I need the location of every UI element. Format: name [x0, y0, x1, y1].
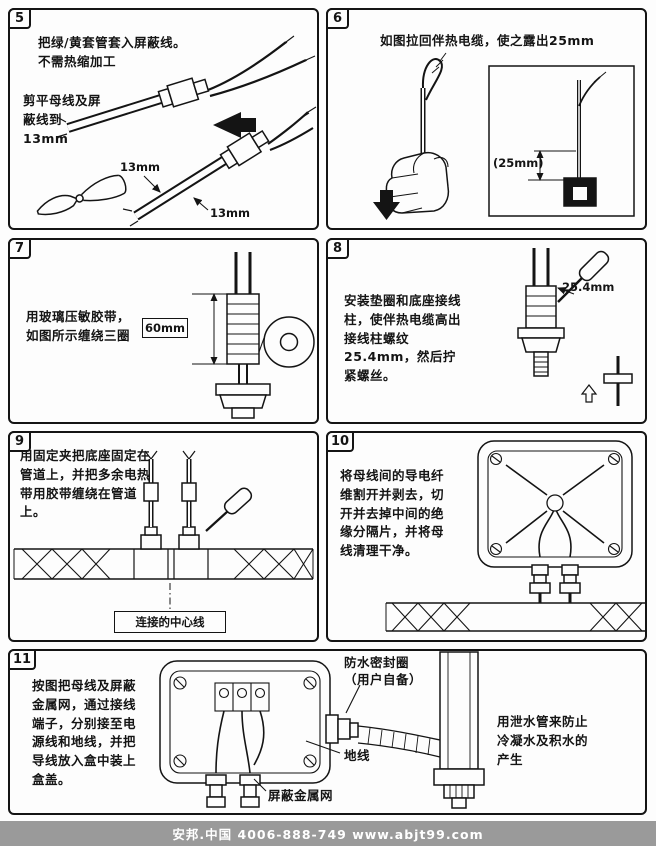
screwdriver-icon — [557, 250, 610, 303]
dim-leader — [143, 175, 161, 193]
bus-wires-crossed — [505, 464, 605, 558]
junction-box — [477, 440, 633, 568]
dimension-60mm — [192, 293, 227, 365]
dim-label-25-4mm: 25.4mm — [562, 280, 615, 294]
ground-wire-label: 地线 — [344, 748, 371, 763]
pipe — [13, 548, 314, 580]
step-panel-11: 11 — [8, 649, 647, 815]
panel-8-number: 8 — [326, 238, 349, 259]
cable-prep-illustration — [36, 35, 317, 227]
side-view-fitting — [580, 356, 633, 406]
instruction-text: 按图把母线及屏蔽金属网，通过接线端子，分别接至电源线和地线，并把导线放入盒中装上… — [32, 678, 137, 787]
drain-pipe — [433, 651, 485, 809]
instruction-text: 将母线间的导电纤维割开并剥去，切开并去掉中间的绝缘分隔片，并将母线清理干净。 — [340, 468, 445, 558]
bus-wires — [532, 248, 550, 286]
tape-spiral-right — [589, 602, 643, 632]
terminal-block — [214, 682, 270, 712]
heating-cable — [420, 52, 447, 158]
dim-label-25mm: (25mm) — [493, 156, 544, 170]
tape-spiral-right — [233, 548, 314, 580]
instruction-line: 不需热缩加工 — [38, 53, 117, 69]
pipe — [385, 602, 645, 632]
panel-5-number: 5 — [8, 8, 31, 29]
dim-leader — [193, 197, 209, 211]
seal-gland-and-conduit — [325, 714, 441, 758]
tape-wrap-illustration — [192, 252, 315, 419]
shield-mesh-label: 屏蔽金属网 — [268, 788, 334, 803]
instruction-text: 如图拉回伴热电缆，使之露出25mm — [380, 33, 595, 48]
instruction-text: 用玻璃压敏胶带， 如图所示缠绕三圈 — [26, 308, 130, 346]
corner-screws — [173, 676, 317, 768]
panel-7-number: 7 — [8, 238, 31, 259]
pull-down-arrow-icon — [373, 190, 400, 220]
direction-arrow-icon — [213, 112, 256, 138]
pipe-mounting-illustration — [13, 450, 314, 611]
step-panel-6: 6 — [326, 8, 647, 230]
bus-wires — [234, 252, 252, 294]
panel-11-number: 11 — [8, 649, 37, 670]
washer-and-nut — [517, 327, 565, 377]
panel-6-number: 6 — [326, 8, 349, 29]
insert-up-arrow-icon — [580, 384, 598, 403]
junction-box-wires-illustration — [385, 440, 645, 632]
step-panel-5: 5 — [8, 8, 319, 230]
taped-section — [525, 285, 557, 329]
label-leader-lines — [253, 684, 361, 792]
cable-connector — [157, 77, 210, 108]
dim-label-60mm: 60mm — [142, 318, 188, 338]
footer-bar: 安邦.中国 4006-888-749 www.abjt99.com — [0, 821, 656, 846]
panel-10-number: 10 — [326, 431, 355, 452]
junction-box — [159, 660, 331, 784]
base-glands — [140, 526, 200, 550]
tape-spiral-left — [391, 602, 471, 632]
cable-connector — [219, 129, 270, 170]
seal-label-line: （用户自备） — [344, 671, 423, 687]
instruction-text: 把绿/黄套管套入屏蔽线。 不需热缩加工 — [38, 34, 186, 72]
instruction-line: 如图所示缠绕三圈 — [26, 327, 131, 343]
step-panel-7: 7 — [8, 238, 319, 424]
pull-back-cable-illustration — [373, 52, 635, 220]
drain-note-label: 用泄水管来防止冷凝水及积水的产生 — [497, 714, 589, 767]
taped-section — [226, 293, 260, 365]
tape-spiral-left — [21, 548, 111, 580]
dim-label-13mm: 13mm — [210, 206, 250, 220]
heating-cables — [143, 450, 197, 527]
dim-label-13mm: 13mm — [120, 160, 160, 174]
instruction-text: 用固定夹把底座固定在管道上，并把多余电热带用胶带缠绕在管道上。 — [20, 448, 151, 520]
seal-label: 防水密封圈 （用户自备） — [344, 655, 422, 689]
step-panel-10: 10 — [326, 431, 647, 642]
instruction-line: 把绿/黄套管套入屏蔽线。 — [38, 35, 187, 50]
instruction-text: 剪平母线及屏蔽线到13mm — [23, 93, 102, 146]
hand-icon — [385, 151, 450, 214]
corner-screws — [489, 452, 621, 556]
footer-text: 安邦.中国 4006-888-749 www.abjt99.com — [172, 827, 484, 842]
pliers-icon — [36, 174, 127, 216]
bottom-cable-glands — [205, 774, 261, 808]
detail-inset-box — [488, 65, 635, 217]
cable-assemblies — [36, 35, 317, 227]
step-panel-9: 9 — [8, 431, 319, 642]
instruction-line: 用玻璃压敏胶带， — [26, 309, 131, 324]
dim-leader — [556, 287, 575, 295]
seal-label-line: 防水密封圈 — [344, 655, 410, 670]
step-panel-8: 8 — [326, 238, 647, 424]
base-fitting — [215, 364, 271, 419]
terminal-post-illustration — [517, 248, 633, 406]
center-line-label: 连接的中心线 — [114, 611, 226, 633]
instruction-text: 安装垫圈和底座接线柱，使伴热电缆高出接线柱螺纹25.4mm，然后拧紧螺丝。 — [344, 293, 462, 383]
internal-wires — [215, 710, 265, 774]
panel-9-number: 9 — [8, 431, 31, 452]
tape-roll-icon — [258, 316, 315, 368]
final-wiring-illustration — [159, 651, 485, 809]
bottom-glands — [529, 564, 581, 603]
screwdriver-icon — [205, 487, 253, 532]
fixing-clips — [133, 549, 209, 579]
